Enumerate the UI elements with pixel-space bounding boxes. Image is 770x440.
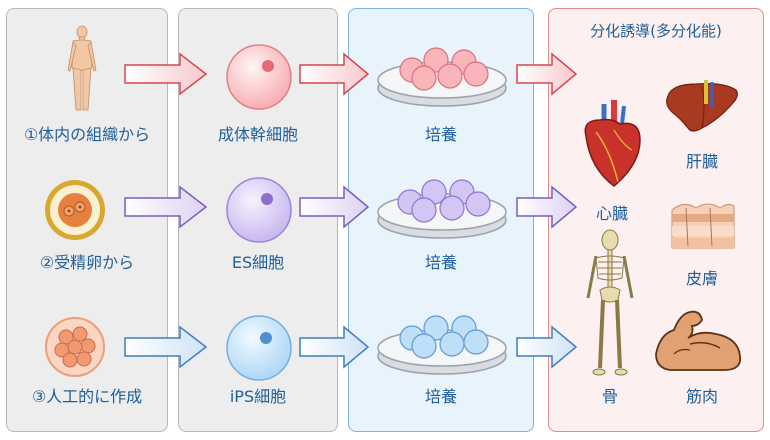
stem-label-2: ES細胞 — [231, 253, 285, 272]
arrow-source-to-stem-3 — [124, 325, 208, 369]
muscle-icon — [655, 310, 742, 371]
liver-icon — [666, 80, 738, 132]
petri-dish-1-icon — [377, 47, 507, 107]
ips-cell-icon — [226, 315, 292, 381]
skeleton-icon — [586, 229, 634, 376]
organ-label-bone: 骨 — [601, 387, 618, 406]
petri-dish-2-icon — [377, 179, 507, 239]
organ-label-heart: 心臓 — [595, 204, 628, 223]
arrow-source-to-stem-2 — [124, 185, 208, 229]
arrow-culture-to-diff-2 — [516, 185, 578, 229]
source-label-3: ③人工的に作成 — [31, 387, 143, 406]
culture-label-1: 培養 — [424, 125, 457, 144]
human-body-icon — [67, 25, 97, 111]
arrow-source-to-stem-1 — [124, 52, 208, 96]
stem-label-3: iPS細胞 — [229, 387, 287, 406]
arrow-culture-to-diff-1 — [516, 52, 578, 96]
cell-cluster-icon — [45, 317, 105, 377]
organ-label-muscle: 筋肉 — [685, 387, 718, 406]
es-cell-icon — [226, 177, 292, 243]
culture-label-2: 培養 — [424, 253, 457, 272]
arrow-stem-to-culture-1 — [299, 52, 370, 96]
organ-label-liver: 肝臓 — [685, 152, 718, 171]
heart-icon — [584, 100, 641, 187]
culture-label-3: 培養 — [424, 387, 457, 406]
adult-stem-cell-icon — [226, 44, 292, 110]
source-label-2: ②受精卵から — [39, 253, 135, 272]
stem-label-1: 成体幹細胞 — [217, 125, 298, 144]
arrow-stem-to-culture-2 — [299, 185, 370, 229]
arrow-culture-to-diff-3 — [516, 325, 578, 369]
skin-icon — [671, 203, 735, 249]
differentiation-title: 分化誘導(多分化能) — [590, 22, 722, 40]
fertilized-egg-icon — [45, 180, 105, 240]
arrow-stem-to-culture-3 — [299, 325, 370, 369]
petri-dish-3-icon — [377, 315, 507, 375]
source-label-1: ①体内の組織から — [23, 125, 151, 144]
organ-label-skin: 皮膚 — [685, 269, 718, 288]
